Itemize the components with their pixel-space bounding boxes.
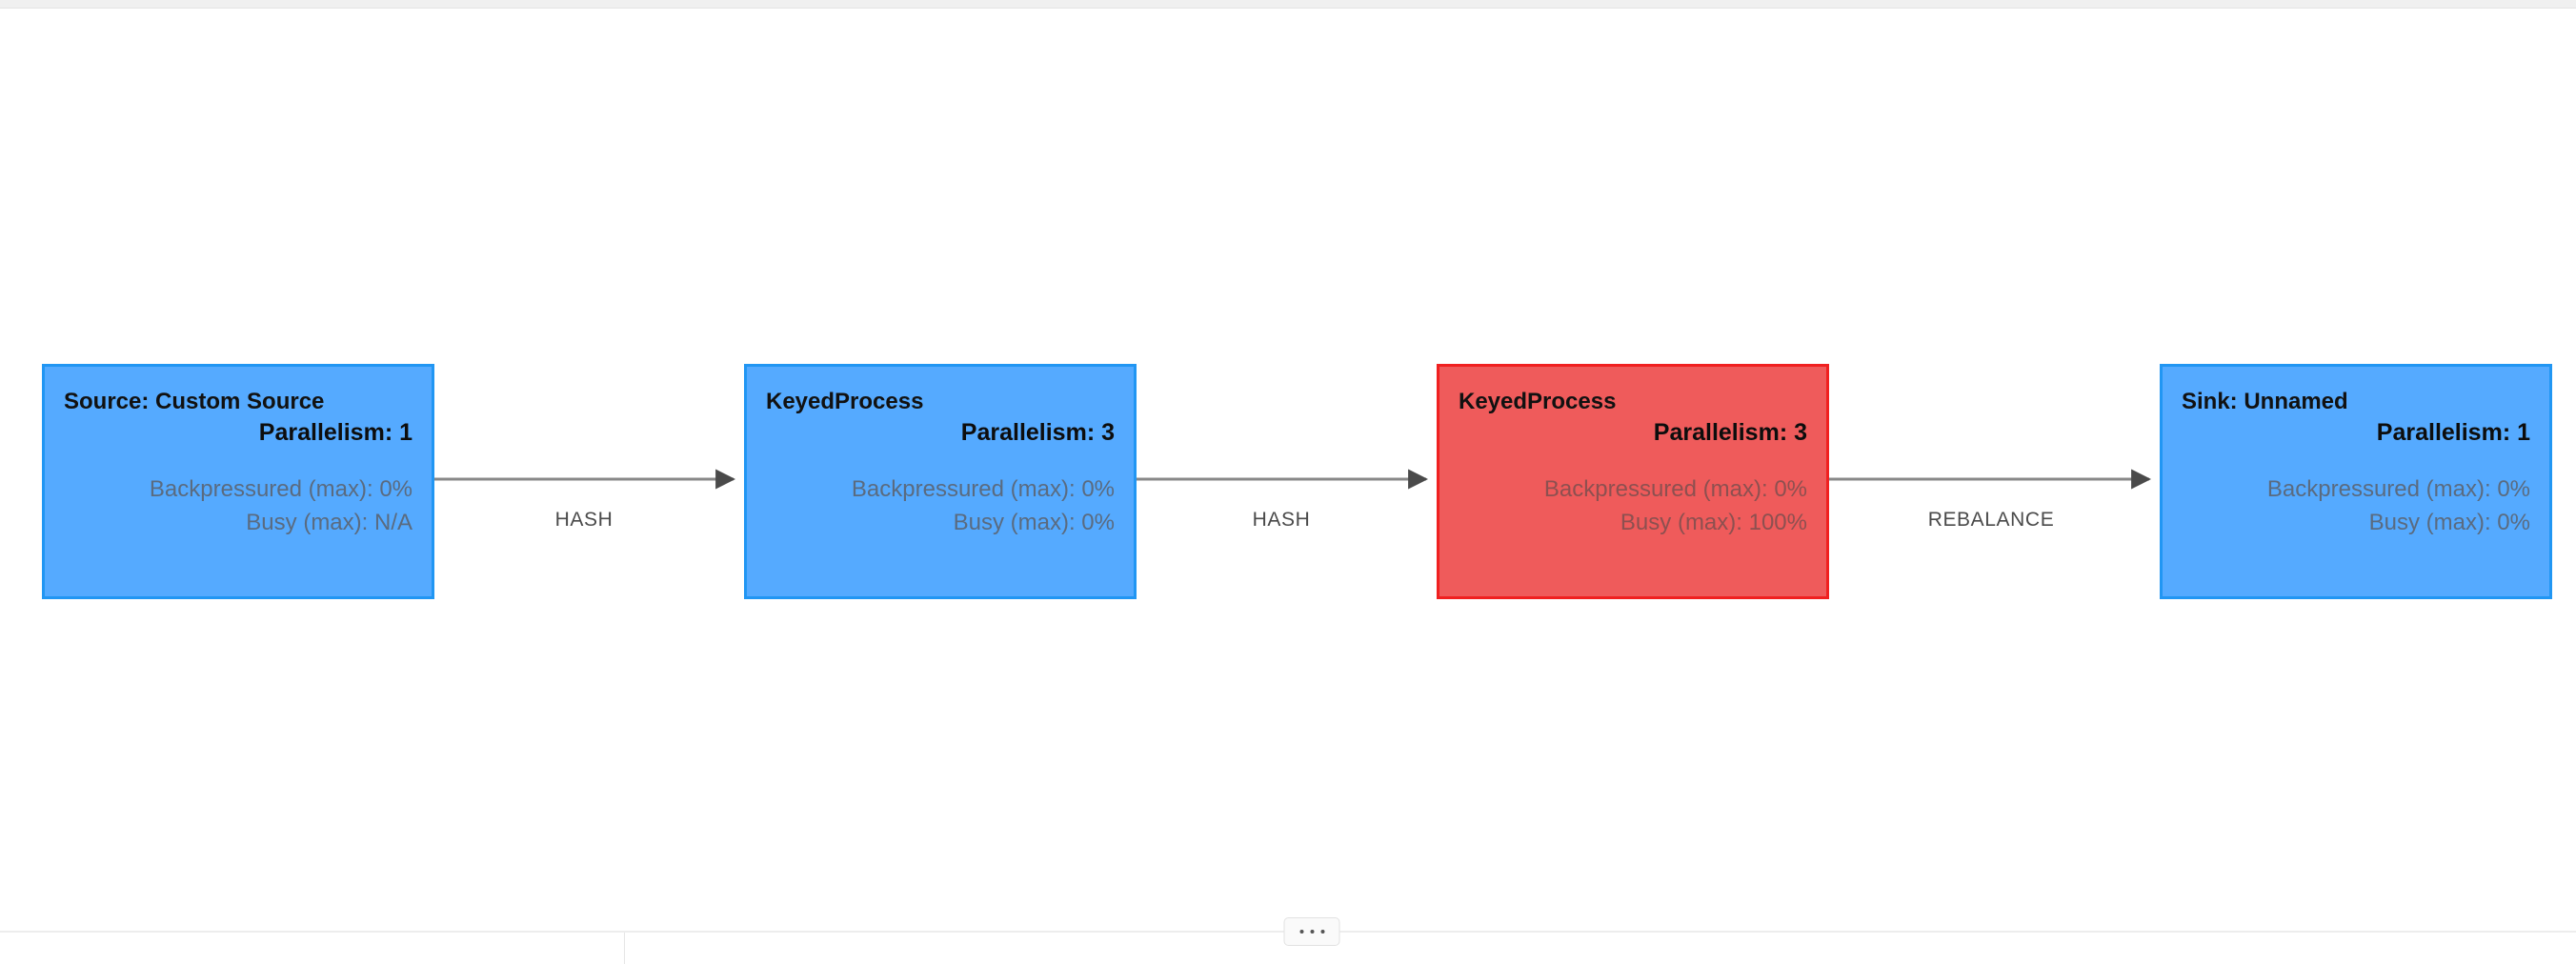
edge-label: HASH <box>555 509 614 531</box>
node-title: KeyedProcess <box>766 389 924 414</box>
top-band <box>0 0 2576 9</box>
node-metric-backpressured: Backpressured (max): 0% <box>851 475 1115 502</box>
panel-drag-handle[interactable] <box>1283 917 1340 946</box>
edge-label: HASH <box>1253 509 1311 531</box>
edge-keyedprocess2-sink[interactable]: REBALANCE <box>1829 469 2152 531</box>
node-metric-backpressured: Backpressured (max): 0% <box>149 475 413 502</box>
drag-dot-icon <box>1310 930 1314 934</box>
panel-divider <box>624 933 625 964</box>
node-parallelism: Parallelism: 1 <box>258 418 413 446</box>
graph-node-keyedprocess-2[interactable]: KeyedProcess Parallelism: 3 Backpressure… <box>1437 364 1829 599</box>
node-parallelism: Parallelism: 1 <box>2376 418 2530 446</box>
node-metric-backpressured: Backpressured (max): 0% <box>2266 475 2530 502</box>
node-metrics: Backpressured (max): 0% Busy (max): N/A <box>64 473 413 540</box>
edge-keyedprocess1-keyedprocess2[interactable]: HASH <box>1137 469 1429 531</box>
node-parallelism: Parallelism: 3 <box>960 418 1115 446</box>
edge-source-keyedprocess1[interactable]: HASH <box>434 469 736 531</box>
edge-layer: HASH HASH REBALANCE <box>434 469 2152 531</box>
node-title: Source: Custom Source <box>64 389 325 414</box>
node-metric-busy: Busy (max): N/A <box>246 509 413 535</box>
graph-canvas[interactable]: HASH HASH REBALANCE Source: Custom Sourc… <box>0 9 2576 931</box>
node-metric-busy: Busy (max): 100% <box>1620 509 1807 535</box>
bottom-panel <box>0 917 2576 964</box>
graph-node-sink[interactable]: Sink: Unnamed Parallelism: 1 Backpressur… <box>2160 364 2552 599</box>
graph-node-source[interactable]: Source: Custom Source Parallelism: 1 Bac… <box>42 364 434 599</box>
node-metrics: Backpressured (max): 0% Busy (max): 100% <box>1459 473 1807 540</box>
drag-dot-icon <box>1320 930 1324 934</box>
node-title: KeyedProcess <box>1459 389 1617 414</box>
node-parallelism: Parallelism: 3 <box>1653 418 1807 446</box>
drag-dot-icon <box>1299 930 1303 934</box>
node-title: Sink: Unnamed <box>2182 389 2348 414</box>
node-metric-backpressured: Backpressured (max): 0% <box>1543 475 1807 502</box>
node-metric-busy: Busy (max): 0% <box>953 509 1115 535</box>
graph-node-keyedprocess-1[interactable]: KeyedProcess Parallelism: 3 Backpressure… <box>744 364 1137 599</box>
node-metrics: Backpressured (max): 0% Busy (max): 0% <box>2182 473 2530 540</box>
edge-label: REBALANCE <box>1928 509 2055 531</box>
node-metric-busy: Busy (max): 0% <box>2368 509 2530 535</box>
node-metrics: Backpressured (max): 0% Busy (max): 0% <box>766 473 1115 540</box>
